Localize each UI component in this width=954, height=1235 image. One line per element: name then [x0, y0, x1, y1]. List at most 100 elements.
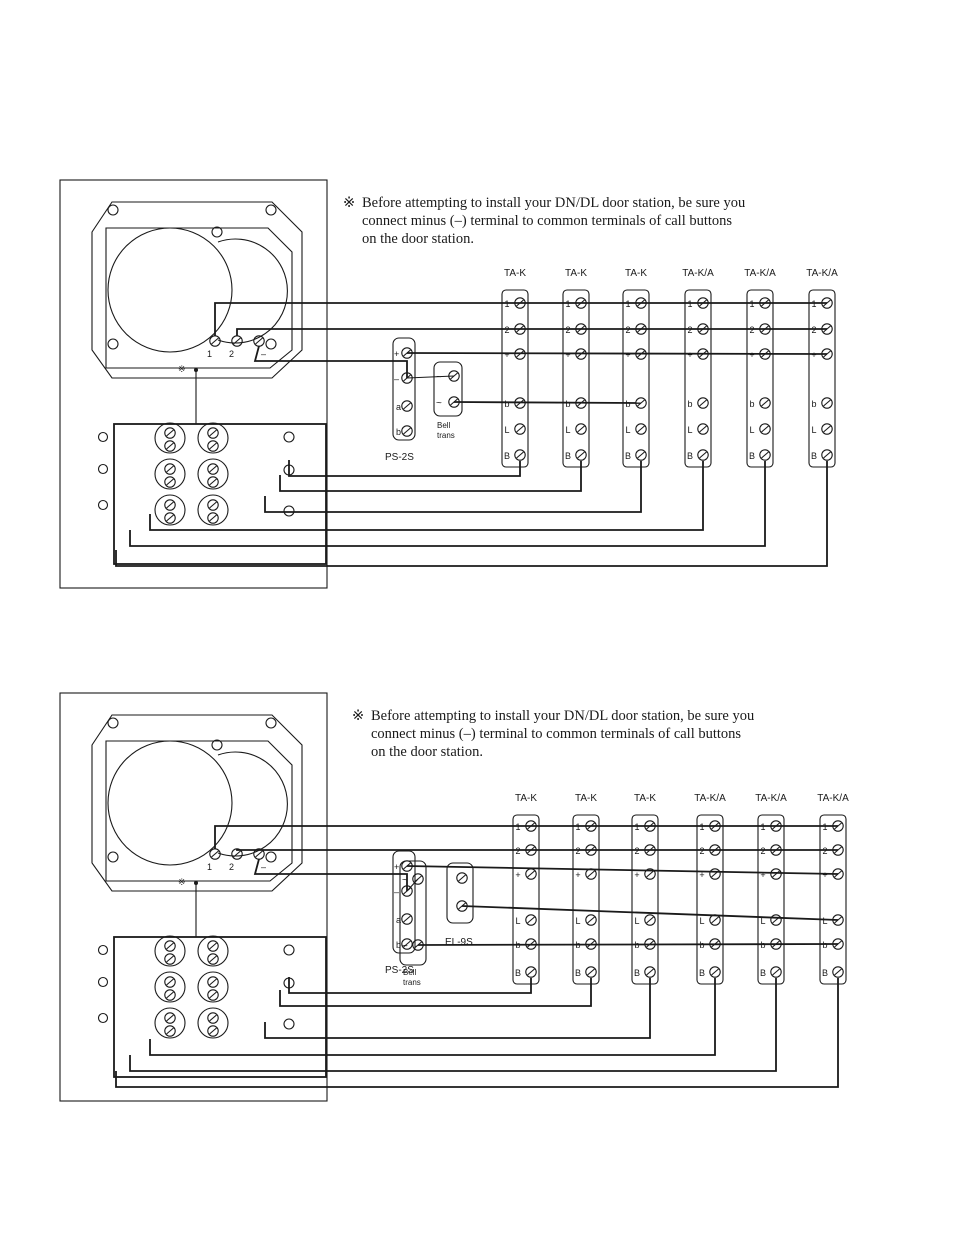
ta-terminal-label: 2 — [634, 846, 639, 856]
ta-terminal-label: + — [575, 870, 580, 880]
speaker-grille — [107, 740, 233, 866]
screw-slot — [166, 501, 174, 509]
mounting-hole — [211, 739, 223, 751]
ta-terminal-label: b — [811, 399, 816, 409]
ta-terminal-label: 1 — [822, 822, 827, 832]
ta-terminal-label: B — [811, 451, 817, 461]
ta-terminal — [525, 914, 537, 926]
ta-terminal-label: B — [565, 451, 571, 461]
screw-slot — [823, 425, 831, 433]
call-button — [154, 971, 186, 1003]
bell-transformer — [399, 860, 427, 966]
wire-minus — [253, 858, 408, 891]
call-button — [197, 1007, 229, 1039]
call-button — [197, 971, 229, 1003]
ps-terminal-label: + — [394, 349, 399, 359]
ta-terminal-label: 1 — [634, 822, 639, 832]
note-line-2: connect minus (–) terminal to common ter… — [362, 213, 732, 229]
ta-terminal — [635, 423, 647, 435]
ta-terminal-label: L — [575, 916, 580, 926]
ta-terminal — [770, 914, 782, 926]
el-9s-unit — [446, 862, 474, 924]
note-mark: ※ — [343, 195, 355, 211]
ta-terminal — [709, 868, 721, 880]
button-terminal — [164, 1025, 176, 1037]
screw-slot — [637, 425, 645, 433]
ta-terminal-label: 2 — [504, 325, 509, 335]
note-mark-symbol: ※ — [178, 364, 186, 374]
ta-unit-label: TA-K/A — [817, 793, 849, 804]
ta-terminal-label: L — [811, 425, 816, 435]
ta-terminal — [585, 966, 597, 978]
speaker-terminal-label: 1 — [207, 862, 212, 872]
ta-terminal — [770, 966, 782, 978]
ta-terminal-label: b — [625, 399, 630, 409]
wire-ps-bell — [406, 878, 419, 892]
plate-hole — [97, 1012, 109, 1024]
ta-terminal — [575, 423, 587, 435]
wire-line-2 — [236, 849, 838, 851]
screw-slot — [209, 1027, 217, 1035]
button-terminal — [207, 499, 219, 511]
button-terminal — [164, 476, 176, 488]
ps-terminal — [401, 913, 413, 925]
screw-slot — [233, 850, 241, 858]
screw-slot — [646, 870, 654, 878]
ta-terminal-label: L — [822, 916, 827, 926]
screw-slot — [587, 916, 595, 924]
power-supply-ps-2s — [392, 850, 416, 954]
ta-unit-label: TA-K — [575, 793, 597, 804]
ta-unit — [819, 814, 847, 985]
ta-terminal-label: 1 — [504, 299, 509, 309]
power-supply-ps-2s — [392, 337, 416, 441]
ta-terminal-label: b — [504, 399, 509, 409]
ta-terminal-label: b — [687, 399, 692, 409]
screw-slot — [209, 429, 217, 437]
mounting-hole — [265, 851, 277, 863]
ta-terminal — [644, 868, 656, 880]
ta-unit — [684, 289, 712, 468]
speaker-inner-panel — [105, 227, 293, 369]
button-terminal — [207, 440, 219, 452]
ta-unit — [501, 289, 529, 468]
ta-terminal — [759, 423, 771, 435]
note-mark: ※ — [352, 708, 364, 724]
button-terminal — [164, 953, 176, 965]
wire-call-return — [288, 460, 521, 477]
ta-terminal-label: L — [699, 916, 704, 926]
ta-terminal-label: L — [687, 425, 692, 435]
button-terminal — [207, 1012, 219, 1024]
ta-unit — [572, 814, 600, 985]
ta-terminal-label: 1 — [687, 299, 692, 309]
ta-terminal — [514, 423, 526, 435]
ta-terminal-label: 2 — [687, 325, 692, 335]
mounting-hole — [211, 226, 223, 238]
ta-terminal — [697, 397, 709, 409]
button-terminal — [207, 476, 219, 488]
button-terminal — [164, 940, 176, 952]
ps-terminal-label: a — [396, 915, 401, 925]
ta-terminal-label: + — [811, 350, 816, 360]
wire-call-return — [129, 461, 766, 547]
ta-unit-label: TA-K — [565, 268, 587, 279]
call-button — [197, 935, 229, 967]
wire-plus — [406, 865, 839, 875]
wire-call-return — [288, 977, 532, 994]
ta-terminal-label: B — [504, 451, 510, 461]
ta-terminal-label: L — [565, 425, 570, 435]
ta-terminal-label: 2 — [749, 325, 754, 335]
ta-terminal-label: 1 — [575, 822, 580, 832]
button-terminal — [164, 512, 176, 524]
call-button — [197, 422, 229, 454]
ta-terminal-label: 1 — [749, 299, 754, 309]
screw-slot — [646, 968, 654, 976]
speaker-terminal-label: – — [261, 862, 266, 872]
bell-transformer — [433, 361, 463, 417]
ps-terminal — [401, 400, 413, 412]
ta-terminal — [635, 449, 647, 461]
ta-terminal-label: B — [515, 968, 521, 978]
screw-slot — [711, 968, 719, 976]
screw-slot — [711, 916, 719, 924]
ta-terminal — [697, 449, 709, 461]
note-line-1: Before attempting to install your DN/DL … — [371, 708, 754, 724]
